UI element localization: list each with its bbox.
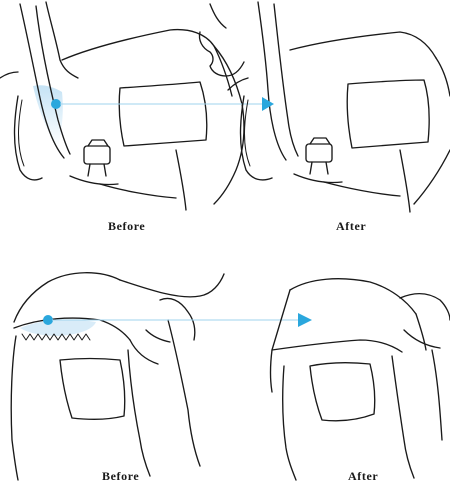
clip-device <box>69 139 119 186</box>
side-seam <box>399 149 411 213</box>
pants-center <box>127 349 151 477</box>
jacket-body <box>61 28 233 97</box>
jacket-lapel-inner <box>35 5 71 155</box>
jacket-lapel-left <box>257 1 287 161</box>
panel-bottom-before: Before <box>10 272 225 483</box>
jacket-fold <box>118 81 208 147</box>
sleeve-lower <box>413 149 450 205</box>
jacket-fold <box>346 79 430 149</box>
pants-left <box>10 335 19 481</box>
caption-top-right: After <box>336 219 366 233</box>
blue-dot-icon <box>51 99 61 109</box>
jacket-body <box>289 31 437 59</box>
caption-top-left: Before <box>108 219 145 233</box>
caption-bottom-left: Before <box>102 469 139 483</box>
pocket-edge <box>99 183 177 199</box>
blue-arrowhead-icon <box>262 97 274 111</box>
arm-lower <box>145 329 171 343</box>
blue-arrowhead-icon <box>298 313 312 327</box>
clip-device <box>293 137 343 184</box>
back-pocket <box>59 357 126 420</box>
caption-bottom-right: After <box>348 469 378 483</box>
strap <box>239 95 273 181</box>
face-jaw <box>209 3 227 29</box>
side-seam <box>175 149 187 211</box>
jacket-hem <box>271 339 403 353</box>
gap-highlight <box>20 319 96 336</box>
pants-right <box>167 319 201 467</box>
jacket-hang <box>119 273 225 298</box>
jacket-front <box>129 339 159 365</box>
strap <box>13 95 43 181</box>
panel-bottom-after: After <box>269 278 450 483</box>
panel-top-before: Before <box>0 1 245 233</box>
shoulder-outline <box>0 71 19 79</box>
hip-outline <box>13 272 121 323</box>
arm <box>399 293 450 321</box>
pants-left <box>282 365 297 481</box>
pants-right <box>431 349 443 441</box>
pants-center <box>391 355 415 479</box>
blue-dot-icon <box>43 315 53 325</box>
strap-inner <box>18 99 25 167</box>
pocket-edge <box>323 181 401 197</box>
jacket-lapel-left <box>19 3 65 159</box>
sleeve <box>213 45 245 205</box>
back-pocket <box>309 362 376 422</box>
shoulder-outline <box>227 77 249 91</box>
shirt-collar <box>45 1 79 79</box>
jacket-lapel-inner <box>273 3 299 157</box>
waistband-ruffle <box>21 333 91 341</box>
arm <box>159 297 196 341</box>
sleeve-cuff <box>415 313 427 351</box>
face-profile <box>198 31 245 77</box>
arm-lower <box>403 329 441 349</box>
strap-inner <box>244 99 251 167</box>
panel-top-after: After <box>198 1 450 233</box>
jacket-back <box>289 278 417 315</box>
gap-highlight <box>33 85 63 148</box>
sleeve <box>435 57 450 97</box>
jacket-left-edge <box>269 289 291 393</box>
